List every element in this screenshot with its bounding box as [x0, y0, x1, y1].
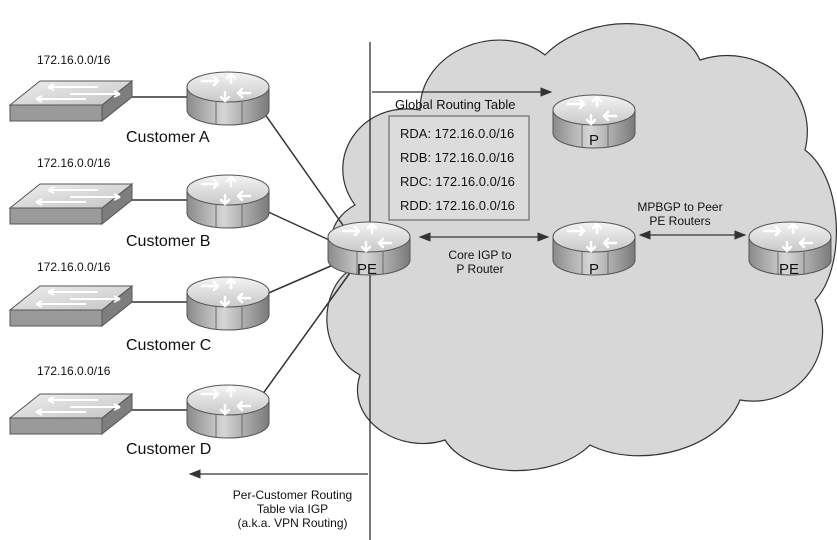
customer-a-name: Customer A: [126, 129, 210, 146]
customer-c-network: 172.16.0.0/16: [37, 260, 111, 274]
routing-table-entry: RDD: 172.16.0.0/16: [400, 198, 515, 213]
p-top-label: P: [589, 132, 600, 149]
customer-d-name: Customer D: [126, 441, 212, 458]
pe-right-label: PE: [779, 261, 800, 278]
per-customer-line-3: (a.k.a. VPN Routing): [237, 516, 348, 530]
customer-b-network: 172.16.0.0/16: [37, 156, 111, 170]
customer-a-network: 172.16.0.0/16: [37, 53, 111, 67]
router-icon: [185, 70, 271, 127]
mpbgp-line-2: PE Routers: [649, 214, 711, 228]
per-customer-line-1: Per-Customer Routing: [232, 488, 353, 502]
switch-icon: [9, 183, 133, 225]
pe-left-label: PE: [357, 261, 378, 278]
link-ce-a-pe: [261, 109, 353, 239]
p-mid-label: P: [589, 261, 600, 278]
per-customer-line-2: Table via IGP: [256, 502, 329, 516]
core-igp-label: Core IGP to P Router: [432, 248, 528, 276]
customer-c-name: Customer C: [126, 337, 212, 354]
mpbgp-label: MPBGP to Peer PE Routers: [625, 200, 735, 228]
switch-icon: [9, 80, 133, 122]
core-igp-line-1: Core IGP to: [448, 248, 512, 262]
link-ce-c-pe: [263, 261, 341, 296]
customer-b-name: Customer B: [126, 233, 211, 250]
per-customer-routing-label: Per-Customer Routing Table via IGP (a.k.…: [220, 488, 365, 530]
switch-icon: [9, 393, 133, 435]
router-icon: [185, 383, 271, 440]
routing-table-entry: RDA: 172.16.0.0/16: [400, 126, 515, 141]
core-igp-line-2: P Router: [456, 262, 504, 276]
global-routing-table-title: Global Routing Table: [395, 97, 516, 112]
routing-table-entry: RDB: 172.16.0.0/16: [400, 150, 515, 165]
mpbgp-line-1: MPBGP to Peer: [637, 200, 723, 214]
switch-icon: [9, 285, 133, 327]
router-icon: [185, 275, 271, 332]
link-ce-d-pe: [261, 269, 353, 396]
link-ce-b-pe: [263, 209, 341, 246]
global-routing-table-box: [388, 115, 530, 221]
customer-d-network: 172.16.0.0/16: [37, 364, 111, 378]
routing-table-entry: RDC: 172.16.0.0/16: [400, 174, 515, 189]
router-icon: [185, 173, 271, 230]
